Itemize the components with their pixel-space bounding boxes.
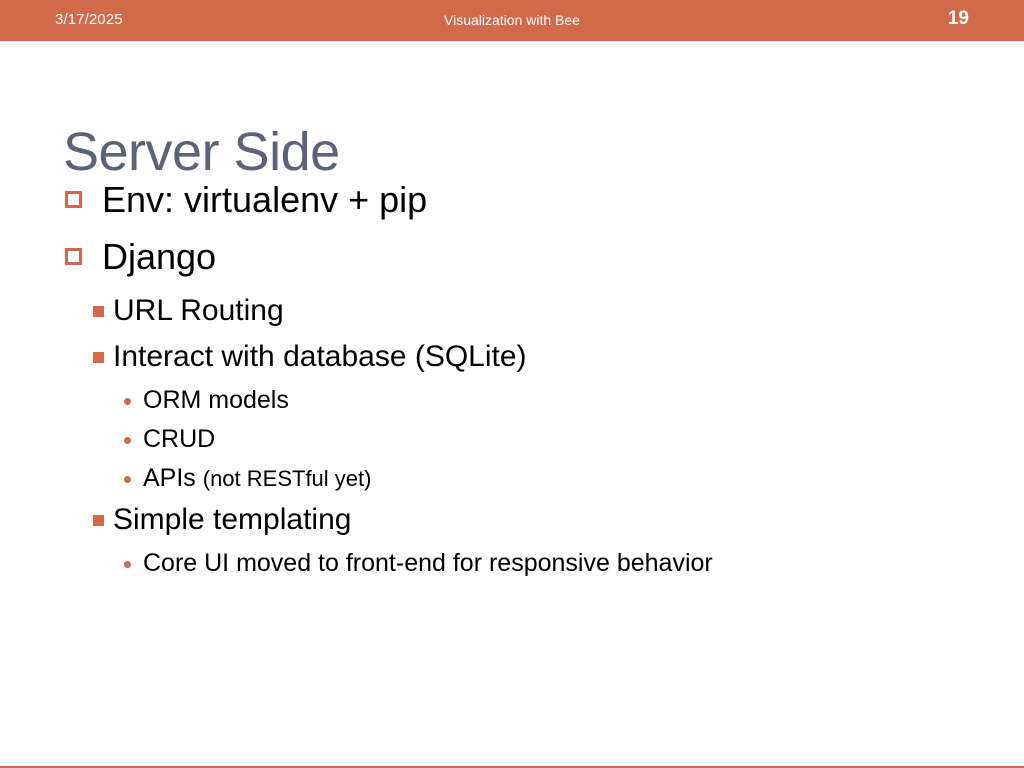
square-outline-bullet-icon [65,191,82,208]
square-filled-bullet-icon [93,515,104,526]
list-item-label: URL Routing [113,294,284,327]
header-presentation-title: Visualization with Bee [444,12,580,28]
dot-bullet-icon [124,476,131,483]
list-item-label: Django [102,236,217,277]
list-item: Simple templating [60,505,970,535]
page-title: Server Side [63,122,340,183]
list-item-label: Simple templating [113,503,352,536]
list-item-label: APIs [143,464,203,492]
square-filled-bullet-icon [93,352,104,363]
dot-bullet-icon [124,398,131,405]
list-item-label: ORM models [143,386,289,414]
dot-bullet-icon [124,561,131,568]
list-item: APIs (not RESTful yet) [60,466,970,491]
list-item: Core UI moved to front-end for responsiv… [60,551,970,576]
footer-accent-line [0,766,1024,768]
header-page-number: 19 [947,8,969,29]
list-item-label: Interact with database (SQLite) [113,340,527,373]
list-item-note: (not RESTful yet) [202,466,372,491]
dot-bullet-icon [124,437,131,444]
list-item-label: CRUD [143,425,216,453]
list-item: Interact with database (SQLite) [60,342,970,372]
square-outline-bullet-icon [65,248,82,265]
square-filled-bullet-icon [93,306,104,317]
list-item: URL Routing [60,296,970,326]
list-item: CRUD [60,427,970,452]
list-item: Django [60,239,970,275]
header-date: 3/17/2025 [55,11,123,28]
list-item: Env: virtualenv + pip [60,182,970,218]
slide-body: Env: virtualenv + pip Django URL Routing… [60,182,970,590]
list-item: ORM models [60,388,970,413]
bullet-list: Env: virtualenv + pip Django URL Routing… [60,182,970,576]
slide-header-bar: 3/17/2025 Visualization with Bee 19 [0,0,1024,41]
list-item-label: Core UI moved to front-end for responsiv… [143,549,713,577]
list-item-label: Env: virtualenv + pip [102,179,428,220]
